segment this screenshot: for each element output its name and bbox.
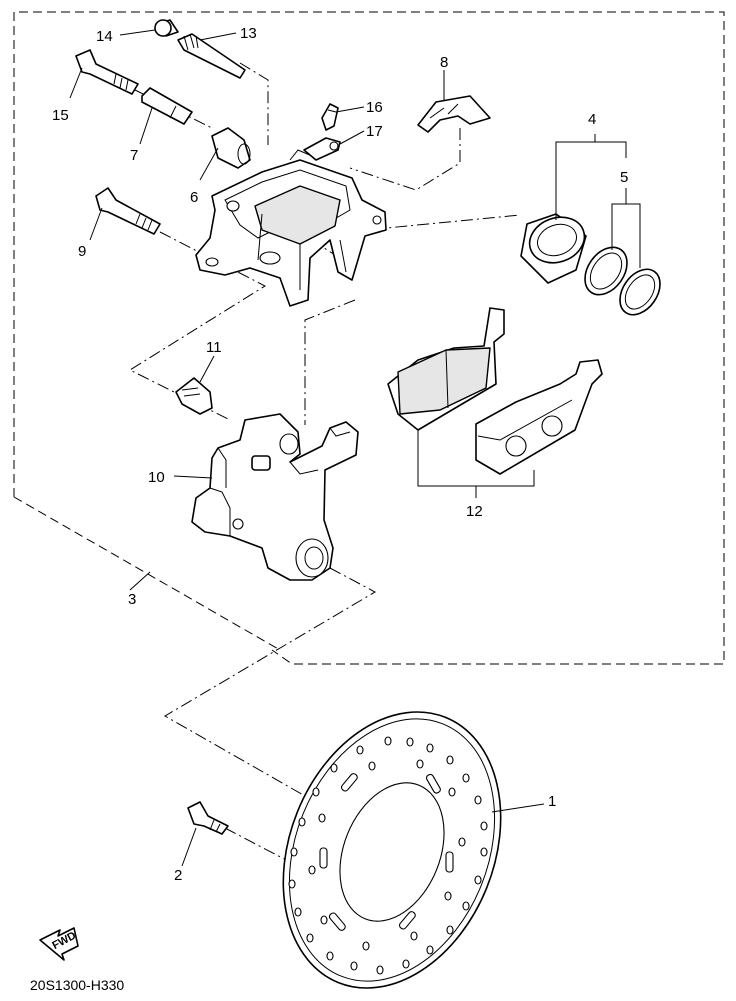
brake-disc — [282, 711, 502, 989]
callout-9: 9 — [78, 243, 86, 260]
disc-bolt — [187, 801, 229, 835]
disc-slots — [319, 773, 454, 931]
callout-8: 8 — [440, 54, 448, 71]
callout-2: 2 — [174, 867, 182, 884]
bracket-to-disc-alignment-line — [164, 567, 377, 797]
callout-10: 10 — [148, 469, 165, 486]
callout-15: 15 — [52, 107, 69, 124]
callout-16: 16 — [366, 99, 383, 116]
clip-alignment-line — [349, 128, 461, 191]
caliper-to-bracket-line — [304, 299, 356, 425]
callout-5: 5 — [620, 169, 628, 186]
bolt-9 — [95, 187, 161, 235]
callout-14: 14 — [96, 28, 113, 45]
pin-boot-6 — [211, 127, 251, 169]
callout-6: 6 — [190, 189, 198, 206]
fwd-arrow-icon: FWD — [39, 927, 79, 961]
callout-4: 4 — [588, 111, 596, 128]
callout-7: 7 — [130, 147, 138, 164]
bleed-screw-16 — [321, 103, 339, 131]
disc-holes — [288, 736, 488, 975]
bleed-screw-cap — [154, 19, 179, 37]
slide-pin-7 — [141, 87, 193, 125]
pin-alignment-line — [239, 62, 269, 145]
piston-seal-inner — [584, 246, 628, 296]
callout-3: 3 — [128, 591, 136, 608]
bracket-boot-11 — [175, 377, 213, 415]
bolt-2-alignment-line — [224, 827, 291, 863]
bleed-nipple-17 — [303, 137, 341, 161]
pad-pin-bolt — [177, 33, 246, 79]
callout-17: 17 — [366, 123, 383, 140]
piston — [520, 213, 587, 284]
leader-lines — [69, 29, 641, 867]
piston-seal-outer — [619, 268, 661, 316]
brake-pad-front — [475, 359, 603, 475]
caliper-bracket — [191, 413, 359, 581]
callout-labels: 1 2 3 4 5 6 7 8 9 10 11 12 13 14 15 16 1… — [52, 25, 628, 884]
bolt-15 — [75, 49, 139, 95]
callout-1: 1 — [548, 793, 556, 810]
assembly-boundary-left-bottom — [13, 496, 281, 651]
bolt-15-alignment-line — [134, 89, 213, 129]
brake-pad-rear — [387, 307, 505, 431]
pad-clip — [417, 95, 491, 133]
diagram-code: 20S1300-H330 — [30, 977, 124, 993]
callout-11: 11 — [206, 339, 222, 356]
callout-13: 13 — [240, 25, 257, 42]
brake-caliper-body — [195, 149, 387, 307]
callout-12: 12 — [466, 503, 483, 520]
caliper-assembly-boundary — [13, 11, 725, 665]
piston-alignment-line — [303, 214, 521, 259]
